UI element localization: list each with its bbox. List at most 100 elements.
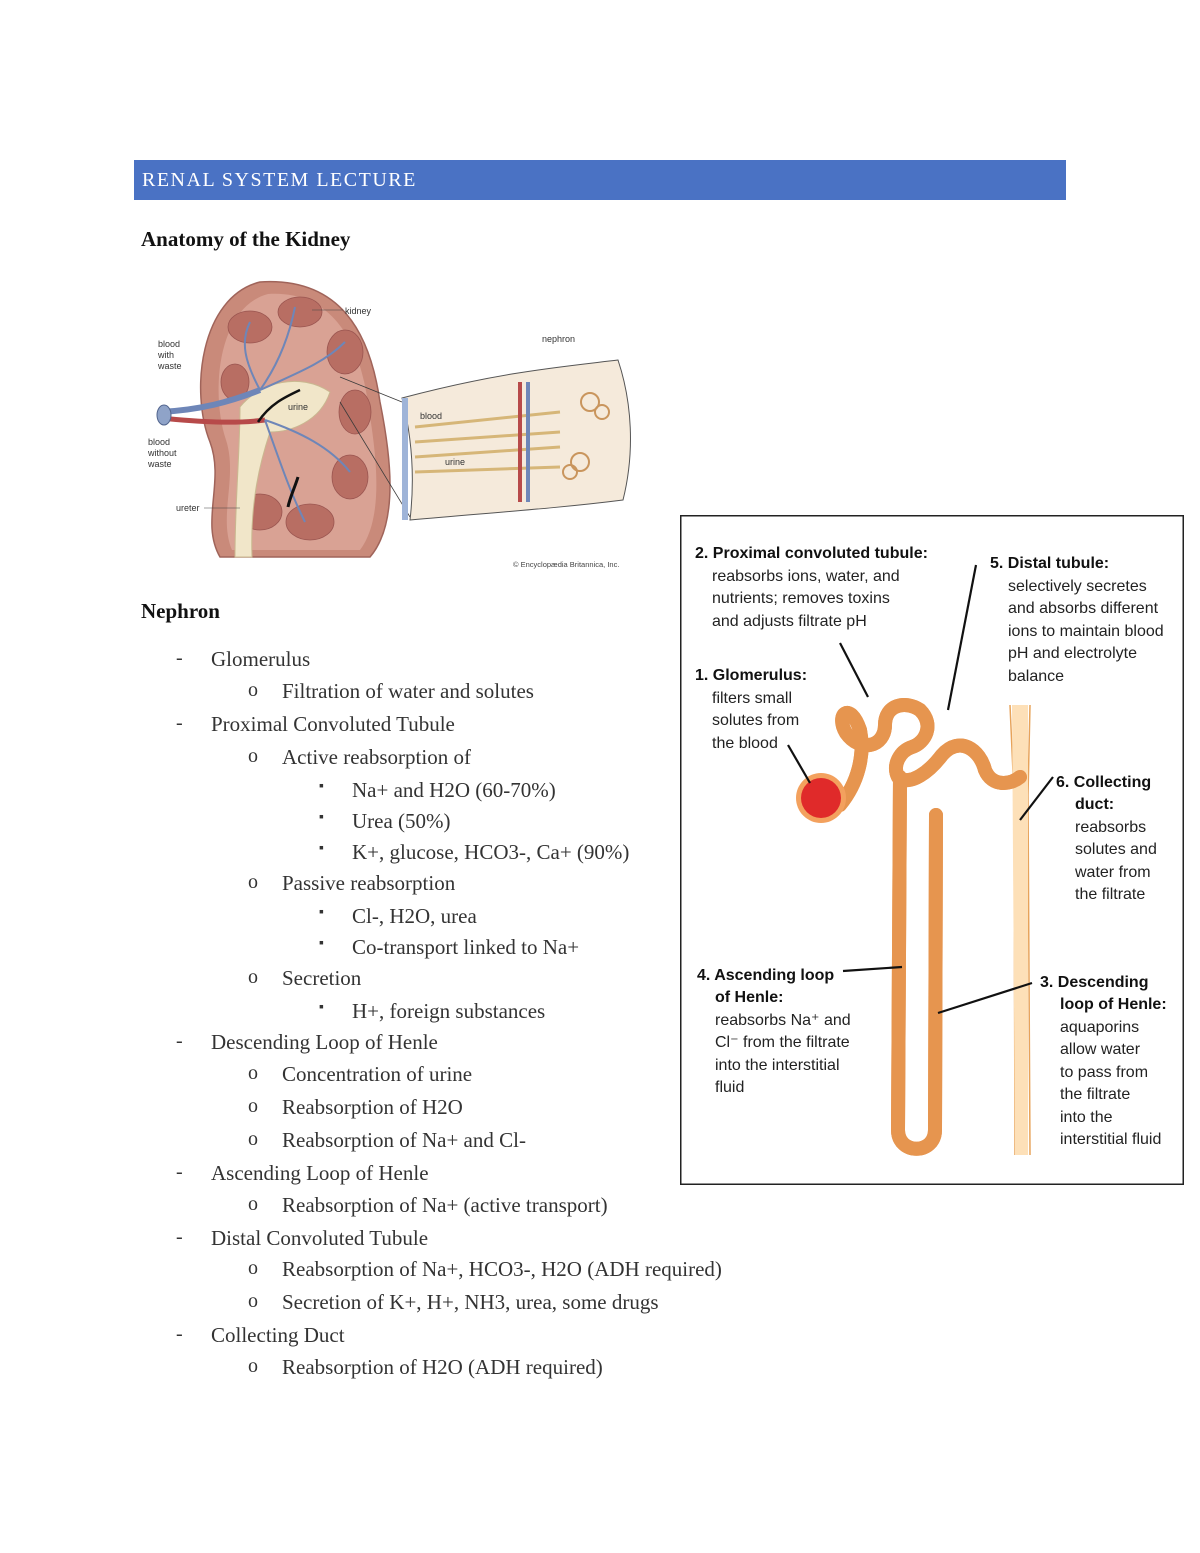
outline-item-level-2: Reabsorption of H2O: [282, 1095, 463, 1119]
label-descending-line-2: allow water: [1060, 1041, 1141, 1058]
label-glomerulus-line-1: filters small: [712, 690, 792, 707]
label-collecting-line-2: solutes and: [1075, 841, 1157, 858]
outline-marker: ▪: [319, 1000, 324, 1015]
label-blood-without-waste-3: waste: [147, 459, 172, 469]
outline-item-level-2: Concentration of urine: [282, 1062, 473, 1086]
outline-item-level-2: Secretion: [282, 966, 362, 990]
outline-item-level-1: Distal Convoluted Tubule: [211, 1226, 429, 1250]
outline-item-level-2: Active reabsorption of: [282, 745, 471, 769]
label-descending-line-6: interstitial fluid: [1060, 1131, 1161, 1148]
label-proximal-line-1: reabsorbs ions, water, and: [712, 568, 900, 585]
page-title: RENAL SYSTEM LECTURE: [142, 169, 417, 191]
outline-marker: o: [248, 1095, 258, 1117]
label-proximal-line-3: and adjusts filtrate pH: [712, 613, 867, 630]
outline-item-level-1: Ascending Loop of Henle: [211, 1161, 429, 1185]
outline-item-level-3: K+, glucose, HCO3-, Ca+ (90%): [352, 840, 630, 864]
outline-marker: o: [248, 1062, 258, 1084]
label-descending-title-2: loop of Henle:: [1060, 996, 1167, 1013]
nephron-heading: Nephron: [141, 599, 220, 623]
outline-marker: o: [248, 1257, 258, 1279]
outline-item-level-3: Urea (50%): [352, 809, 451, 833]
label-descending-line-1: aquaporins: [1060, 1019, 1139, 1036]
label-blood-without-waste-2: without: [147, 448, 177, 458]
title-banner: RENAL SYSTEM LECTURE: [134, 160, 1066, 200]
label-ascending-line-2: Cl⁻ from the filtrate: [715, 1034, 850, 1051]
outline-marker: o: [248, 966, 258, 988]
outline-item-level-1: Collecting Duct: [211, 1323, 345, 1347]
outline-marker: -: [176, 712, 183, 734]
label-distal-line-5: balance: [1008, 668, 1064, 685]
label-ascending-line-1: reabsorbs Na⁺ and: [715, 1012, 851, 1029]
outline-item-level-2: Secretion of K+, H+, NH3, urea, some dru…: [282, 1290, 659, 1314]
outline-item-level-3: Cl-, H2O, urea: [352, 904, 477, 928]
outline-marker: o: [248, 871, 258, 893]
outline-marker: -: [176, 1030, 183, 1052]
label-collecting-line-3: water from: [1074, 864, 1151, 881]
outline-item-level-2: Filtration of water and solutes: [282, 679, 534, 703]
outline-marker: -: [176, 647, 183, 669]
label-proximal-title: 2. Proximal convoluted tubule:: [695, 545, 928, 562]
label-distal-line-4: pH and electrolyte: [1008, 645, 1137, 662]
outline-item-level-2: Reabsorption of Na+ (active transport): [282, 1193, 608, 1217]
label-collecting-title-1: 6. Collecting: [1056, 774, 1151, 791]
label-descending-title-1: 3. Descending: [1040, 974, 1148, 991]
label-ascending-line-4: fluid: [715, 1079, 744, 1096]
label-descending-line-4: the filtrate: [1060, 1086, 1130, 1103]
anatomy-heading: Anatomy of the Kidney: [141, 227, 351, 251]
label-ascending-title-2: of Henle:: [715, 989, 783, 1006]
label-collecting-line-1: reabsorbs: [1075, 819, 1146, 836]
outline-item-level-2: Passive reabsorption: [282, 871, 456, 895]
kidney-illustration: kidney blood with waste urine blood with…: [147, 281, 631, 569]
outline-marker: o: [248, 1128, 258, 1150]
label-proximal-line-2: nutrients; removes toxins: [712, 590, 890, 607]
label-ascending-title-1: 4. Ascending loop: [697, 967, 834, 984]
outline-marker: o: [248, 1290, 258, 1312]
outline-marker: ▪: [319, 779, 324, 794]
outline-marker: o: [248, 745, 258, 767]
label-urine-inner: urine: [288, 402, 308, 412]
label-glomerulus-line-2: solutes from: [712, 712, 799, 729]
outline-item-level-3: Na+ and H2O (60-70%): [352, 778, 556, 802]
label-distal-title: 5. Distal tubule:: [990, 555, 1109, 572]
figure-credit: © Encyclopædia Britannica, Inc.: [513, 560, 619, 569]
label-ascending-line-3: into the interstitial: [715, 1057, 840, 1074]
label-nephron: nephron: [542, 334, 575, 344]
label-collecting-title-2: duct:: [1075, 796, 1114, 813]
outline-item-level-2: Reabsorption of Na+ and Cl-: [282, 1128, 526, 1152]
label-collecting-line-4: the filtrate: [1075, 886, 1145, 903]
label-ureter: ureter: [176, 503, 200, 513]
label-glomerulus-title: 1. Glomerulus:: [695, 667, 807, 684]
outline-marker: ▪: [319, 905, 324, 920]
outline-item-level-1: Descending Loop of Henle: [211, 1030, 438, 1054]
outline-item-level-2: Reabsorption of Na+, HCO3-, H2O (ADH req…: [282, 1257, 722, 1281]
label-kidney: kidney: [345, 306, 372, 316]
label-distal-line-3: ions to maintain blood: [1008, 623, 1164, 640]
outline-marker: o: [248, 1193, 258, 1215]
outline-item-level-3: Co-transport linked to Na+: [352, 935, 580, 959]
outline-marker: -: [176, 1161, 183, 1183]
outline-marker: -: [176, 1323, 183, 1345]
label-glomerulus-line-3: the blood: [712, 735, 778, 752]
outline-marker: ▪: [319, 936, 324, 951]
outline-marker: ▪: [319, 810, 324, 825]
outline-item-level-1: Proximal Convoluted Tubule: [211, 712, 455, 736]
outline-marker: ▪: [319, 841, 324, 856]
label-blood-with-waste-1: blood: [158, 339, 180, 349]
outline-marker: o: [248, 679, 258, 701]
outline-item-level-2: Reabsorption of H2O (ADH required): [282, 1355, 603, 1379]
label-distal-line-1: selectively secretes: [1008, 578, 1147, 595]
label-blood-with-waste-3: waste: [157, 361, 182, 371]
label-blood-without-waste-1: blood: [148, 437, 170, 447]
label-distal-line-2: and absorbs different: [1008, 600, 1159, 617]
label-blood-with-waste-2: with: [157, 350, 174, 360]
label-descending-line-5: into the: [1060, 1109, 1113, 1126]
outline-marker: o: [248, 1355, 258, 1377]
label-descending-line-3: to pass from: [1060, 1064, 1148, 1081]
label-urine: urine: [445, 457, 465, 467]
outline-item-level-3: H+, foreign substances: [352, 999, 546, 1023]
label-blood: blood: [420, 411, 442, 421]
outline-marker: -: [176, 1226, 183, 1248]
outline-item-level-1: Glomerulus: [211, 647, 311, 671]
nephron-diagram: 2. Proximal convoluted tubule: reabsorbs…: [680, 515, 1184, 1185]
